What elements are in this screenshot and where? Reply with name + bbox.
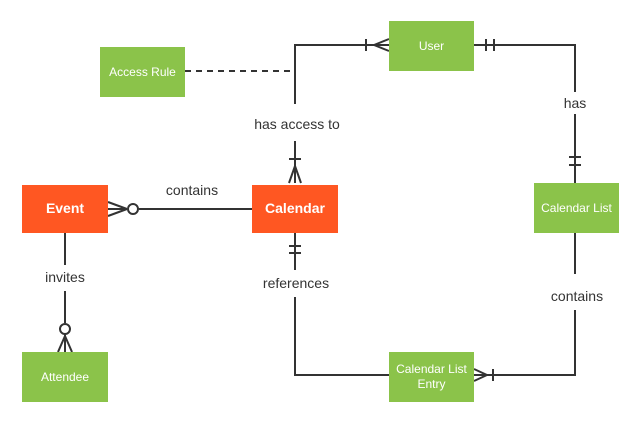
- entity-attendee-label: Attendee: [40, 369, 90, 384]
- edge-label-invites: invites: [45, 269, 85, 285]
- edge-has: [474, 39, 581, 183]
- crows-foot-many-attendee-side: [57, 334, 73, 353]
- double-tick-calendar-side: [289, 245, 301, 254]
- entity-access-rule-label: Access Rule: [109, 64, 176, 79]
- entity-calendar-list-entry[interactable]: Calendar List Entry: [389, 352, 474, 402]
- entity-user[interactable]: User: [389, 21, 474, 71]
- entity-event[interactable]: Event: [22, 185, 108, 233]
- crows-foot-many-user-side: [373, 38, 390, 52]
- edge-contains-list: [473, 233, 576, 382]
- zero-circle-event-side: [127, 203, 139, 215]
- double-tick-calendar-list-side: [569, 156, 581, 166]
- edge-has-access-to: [288, 38, 390, 184]
- edge-invites: [57, 233, 73, 353]
- entity-event-label: Event: [45, 200, 85, 217]
- entity-calendar-list-entry-label: Calendar List Entry: [396, 362, 467, 391]
- crows-foot-many-event-side: [107, 201, 128, 217]
- edge-label-contains-event: contains: [165, 182, 219, 198]
- edge-contains-event: [107, 201, 252, 217]
- double-tick-user-side: [485, 39, 495, 51]
- entity-calendar-list[interactable]: Calendar List: [534, 183, 619, 233]
- edge-references: [289, 233, 389, 376]
- edge-label-contains-list: contains: [550, 288, 604, 304]
- edge-label-references: references: [262, 275, 330, 291]
- edge-label-has-access-to: has access to: [254, 116, 340, 132]
- crows-foot-many-calendar-side: [288, 165, 302, 184]
- crows-foot-many-entry-side: [473, 368, 488, 382]
- entity-user-label: User: [418, 38, 445, 53]
- entity-calendar[interactable]: Calendar: [252, 185, 338, 233]
- zero-circle-attendee-side: [59, 323, 71, 335]
- edge-label-has: has: [563, 95, 587, 111]
- entity-calendar-label: Calendar: [265, 200, 325, 217]
- entity-calendar-list-label: Calendar List: [541, 200, 612, 215]
- entity-access-rule[interactable]: Access Rule: [100, 47, 185, 97]
- entity-attendee[interactable]: Attendee: [22, 352, 108, 402]
